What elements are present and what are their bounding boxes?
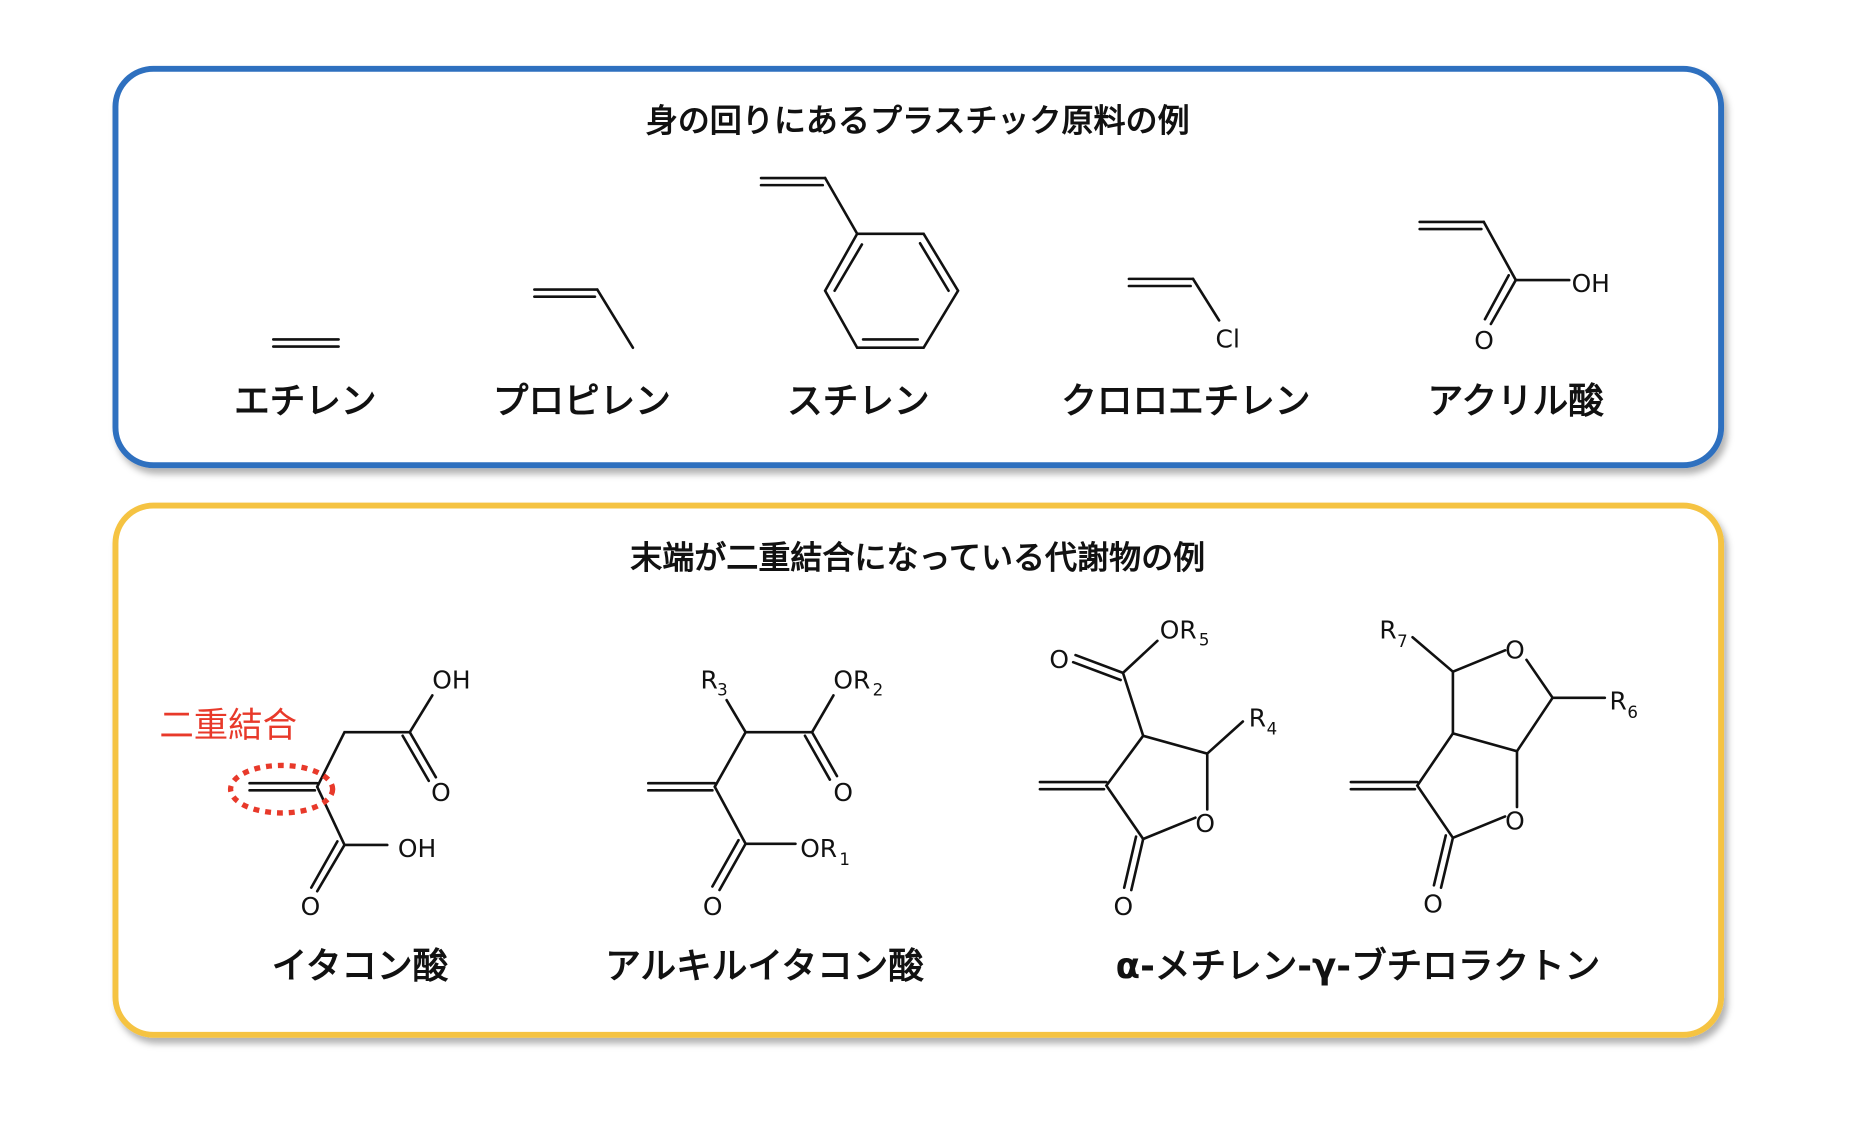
top-panel xyxy=(112,65,1725,469)
propylene-label: プロピレン xyxy=(493,381,671,422)
alkyl-itaconic-acid-label: アルキルイタコン酸 xyxy=(605,946,924,987)
svg-text:R: R xyxy=(1610,687,1627,716)
svg-text:OH: OH xyxy=(398,834,436,863)
svg-text:O: O xyxy=(1474,326,1494,355)
chloroethylene-label: クロロエチレン xyxy=(1061,381,1310,422)
svg-text:1: 1 xyxy=(839,850,850,869)
top-title: 身の回りにあるプラスチック原料の例 xyxy=(646,102,1190,140)
svg-text:2: 2 xyxy=(873,680,884,699)
styrene-label: スチレン xyxy=(787,381,929,422)
svg-text:R: R xyxy=(701,665,718,694)
double-bond-highlight xyxy=(227,762,336,816)
svg-text:OR: OR xyxy=(833,665,870,694)
svg-text:6: 6 xyxy=(1627,703,1638,722)
svg-text:OR: OR xyxy=(1160,615,1197,644)
svg-text:Cl: Cl xyxy=(1216,325,1240,354)
svg-text:O: O xyxy=(1505,807,1525,836)
svg-text:O: O xyxy=(1423,890,1443,919)
svg-text:O: O xyxy=(431,778,451,807)
bottom-panel xyxy=(112,502,1725,1038)
svg-text:OH: OH xyxy=(1572,269,1610,298)
svg-text:O: O xyxy=(1505,636,1525,665)
acrylic-acid-structure: OH O xyxy=(1418,220,1610,355)
svg-text:O: O xyxy=(301,892,321,921)
methylene-butyrolactone-label: α-メチレン-γ-ブチロラクトン xyxy=(1116,946,1601,987)
chloroethylene-structure: Cl xyxy=(1127,277,1240,354)
ethylene-structure xyxy=(271,338,340,348)
svg-text:R: R xyxy=(1249,703,1266,732)
svg-text:7: 7 xyxy=(1397,632,1408,651)
svg-text:O: O xyxy=(1195,809,1215,838)
svg-text:O: O xyxy=(1114,892,1134,921)
bottom-title: 末端が二重結合になっている代謝物の例 xyxy=(630,538,1205,576)
acrylic-acid-label: アクリル酸 xyxy=(1428,381,1605,422)
svg-text:OR: OR xyxy=(800,834,837,863)
propylene-structure xyxy=(533,288,635,350)
styrene-structure xyxy=(759,176,960,350)
svg-text:O: O xyxy=(1049,645,1069,674)
svg-text:O: O xyxy=(833,778,853,807)
svg-text:O: O xyxy=(703,892,723,921)
svg-text:5: 5 xyxy=(1199,631,1210,650)
svg-text:3: 3 xyxy=(717,680,728,699)
itaconic-acid-structure: OH O OH O xyxy=(248,665,471,921)
svg-text:R: R xyxy=(1379,615,1396,644)
itaconic-acid-label: イタコン酸 xyxy=(272,946,449,987)
svg-text:OH: OH xyxy=(432,665,470,694)
svg-text:4: 4 xyxy=(1267,720,1278,739)
double-bond-annotation: 二重結合 xyxy=(159,706,297,746)
ethylene-label: エチレン xyxy=(234,381,376,422)
